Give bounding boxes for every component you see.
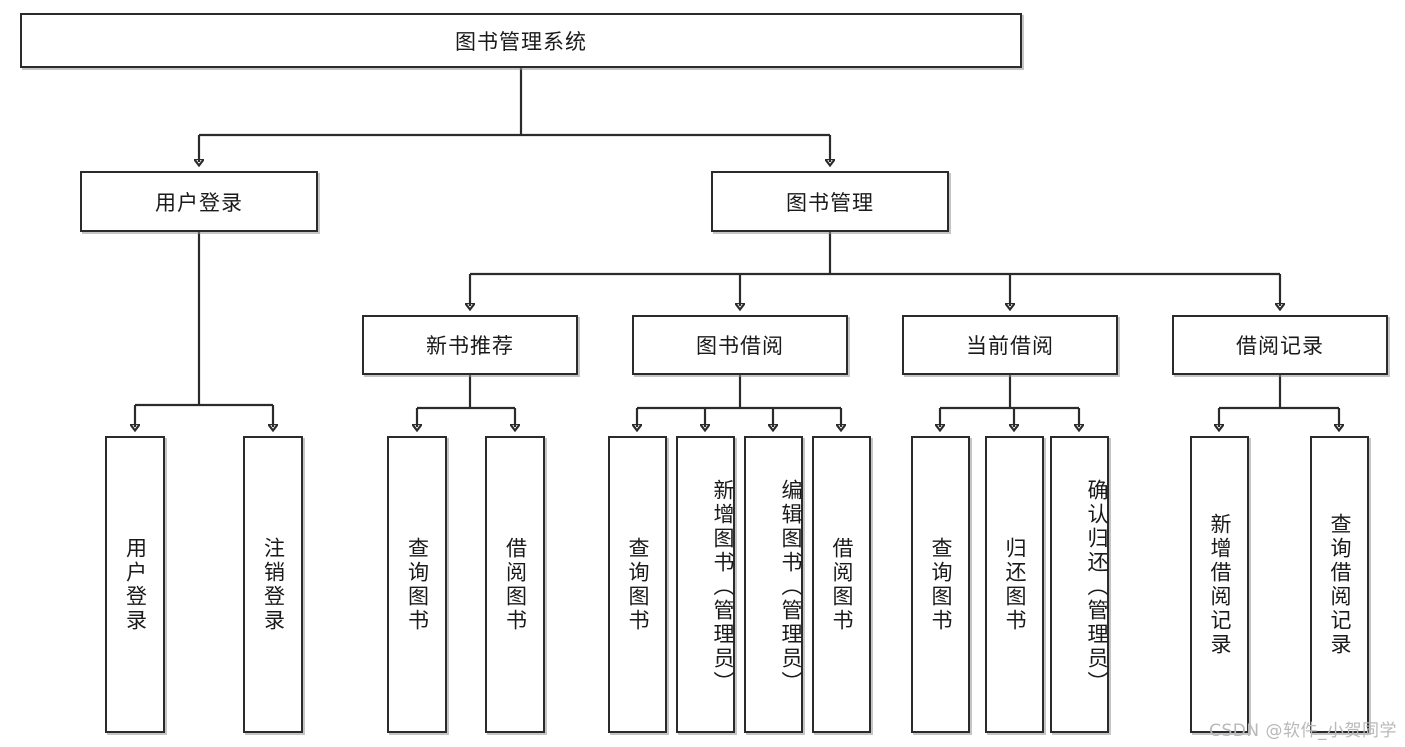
node-leaf-add-book-admin[interactable]: 新增图书（管理员） — [676, 436, 735, 733]
node-leaf-user-login[interactable]: 用户登录 — [105, 436, 165, 733]
node-leaf-borrow-book-newbook[interactable]: 借阅图书 — [485, 436, 545, 733]
node-root-system[interactable]: 图书管理系统 — [20, 13, 1022, 68]
node-borrow-record[interactable]: 借阅记录 — [1172, 315, 1388, 375]
node-user-login[interactable]: 用户登录 — [80, 171, 318, 232]
node-leaf-edit-book-admin[interactable]: 编辑图书（管理员） — [744, 436, 803, 733]
node-leaf-logout[interactable]: 注销登录 — [243, 436, 303, 733]
node-book-borrow[interactable]: 图书借阅 — [632, 315, 848, 375]
node-book-management[interactable]: 图书管理 — [711, 171, 949, 232]
node-new-book-recommend[interactable]: 新书推荐 — [362, 315, 578, 375]
node-leaf-query-book-current[interactable]: 查询图书 — [911, 436, 970, 733]
node-leaf-add-borrow-record[interactable]: 新增借阅记录 — [1190, 436, 1249, 733]
node-current-borrow[interactable]: 当前借阅 — [902, 315, 1118, 375]
node-leaf-query-book-newbook[interactable]: 查询图书 — [387, 436, 447, 733]
csdn-watermark: CSDN @软件_小贺同学 — [1209, 721, 1397, 741]
node-leaf-borrow-book[interactable]: 借阅图书 — [812, 436, 871, 733]
node-leaf-return-book[interactable]: 归还图书 — [985, 436, 1044, 733]
node-leaf-confirm-return-admin[interactable]: 确认归还（管理员） — [1050, 436, 1109, 733]
node-leaf-query-book-borrow[interactable]: 查询图书 — [608, 436, 667, 733]
node-leaf-query-borrow-record[interactable]: 查询借阅记录 — [1310, 436, 1369, 733]
